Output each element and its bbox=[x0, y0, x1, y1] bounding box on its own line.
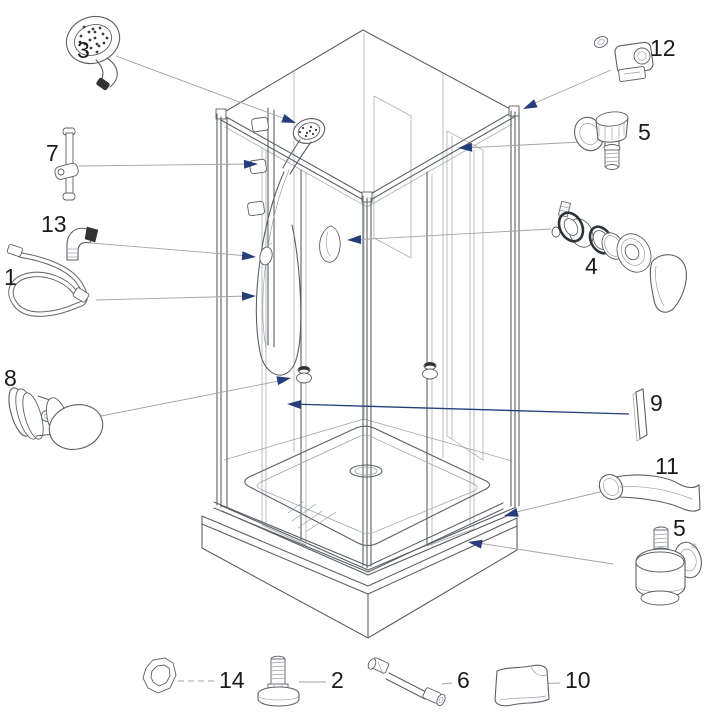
wall-elbow-outlet bbox=[259, 242, 273, 266]
wall-bar bbox=[247, 107, 275, 348]
part-top-bracket bbox=[593, 36, 654, 82]
part-mixer-assembly bbox=[551, 200, 687, 313]
part-adjustable-foot bbox=[257, 655, 300, 707]
part-label-12: 12 bbox=[650, 35, 676, 61]
part-label-3: 3 bbox=[77, 37, 90, 63]
arrow-to-door-edge bbox=[287, 399, 302, 409]
part-label-5-bottom: 5 bbox=[673, 515, 686, 541]
arrow-to-top-corner bbox=[523, 99, 538, 109]
part-label-1: 1 bbox=[4, 264, 17, 290]
arrow-to-wall-bar bbox=[243, 159, 258, 169]
part-label-10: 10 bbox=[565, 667, 591, 693]
mounted-shower-head bbox=[282, 118, 326, 175]
left-door-knob bbox=[296, 366, 312, 384]
part-hand-shower bbox=[65, 15, 121, 91]
arrow-to-top-track bbox=[458, 142, 473, 152]
part-label-2: 2 bbox=[331, 667, 344, 693]
arrow-to-door-knob bbox=[276, 376, 291, 386]
part-elbow bbox=[66, 226, 99, 261]
part-knob bbox=[8, 387, 104, 450]
part-roller-bottom bbox=[635, 526, 702, 606]
right-door-knob bbox=[422, 362, 438, 380]
part-hose bbox=[6, 244, 90, 317]
part-connection-hose bbox=[367, 657, 446, 707]
part-curved-handle bbox=[598, 473, 701, 512]
arrow-to-base-corner bbox=[468, 539, 483, 549]
part-label-7: 7 bbox=[46, 140, 59, 166]
part-label-14: 14 bbox=[219, 667, 245, 693]
part-seal-strip bbox=[632, 388, 648, 442]
pointer-arrows bbox=[241, 99, 538, 549]
part-label-11: 11 bbox=[655, 453, 679, 479]
part-roller-top bbox=[573, 111, 629, 170]
part-label-8: 8 bbox=[4, 365, 17, 391]
arrow-to-elbow-outlet bbox=[241, 251, 256, 261]
part-label-13: 13 bbox=[41, 211, 67, 237]
part-label-6: 6 bbox=[457, 667, 470, 693]
glass-hatch-marks bbox=[287, 501, 337, 532]
arrow-to-bottom-track bbox=[504, 508, 519, 517]
part-label-5-top: 5 bbox=[638, 119, 651, 145]
hanging-hose bbox=[255, 171, 302, 376]
arrow-to-mounted-shower-head bbox=[281, 113, 296, 123]
part-sheet bbox=[494, 664, 550, 707]
leader-lines bbox=[78, 55, 630, 685]
mixer-handle-on-wall bbox=[319, 225, 341, 263]
arrow-to-hose bbox=[241, 291, 256, 301]
part-slide-rail bbox=[54, 127, 79, 201]
cabin-drawing bbox=[201, 29, 520, 639]
part-label-4: 4 bbox=[585, 253, 598, 279]
arrow-to-mixer-handle bbox=[347, 235, 362, 245]
part-gasket-ring bbox=[142, 657, 177, 694]
part-label-9: 9 bbox=[650, 390, 663, 416]
